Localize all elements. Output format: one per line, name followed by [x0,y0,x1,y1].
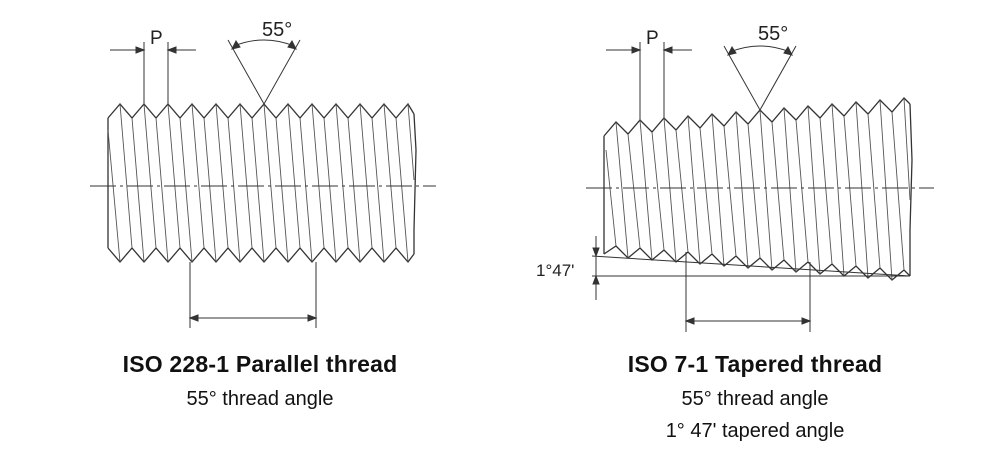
parallel-thread-right-end [413,113,417,254]
parallel-angle-label: 55° [262,19,292,41]
tapered-thread-body [603,97,913,281]
parallel-pitch-label: P [150,28,163,49]
parallel-length-dimension [188,262,318,328]
tapered-thread-title: ISO 7-1 Tapered thread [627,351,883,377]
tapered-thread-right-end [909,103,913,276]
tapered-thread-angle [723,45,797,111]
parallel-thread-angle [227,39,301,105]
parallel-thread-subtitle: 55° thread angle [186,388,334,410]
parallel-thread-flanks [107,103,415,263]
tapered-thread-subtitle: 55° thread angle [681,388,829,410]
tapered-thread-subtitle-2: 1° 47' tapered angle [665,420,845,442]
parallel-pitch-dimension [110,42,196,104]
tapered-pitch-dimension [606,42,692,120]
tapered-thread-flanks [605,97,911,281]
tapered-pitch-label: P [646,28,659,49]
parallel-thread-top-crests [107,102,415,119]
taper-angle-indicator [591,236,911,300]
tapered-length-dimension [684,252,812,332]
tapered-angle-label: 55° [758,23,788,45]
taper-angle-label: 1°47' [536,261,574,280]
parallel-thread-bottom-crests [107,247,415,264]
parallel-thread-title: ISO 228-1 Parallel thread [122,351,398,377]
tapered-thread-bottom-crests [603,245,911,281]
